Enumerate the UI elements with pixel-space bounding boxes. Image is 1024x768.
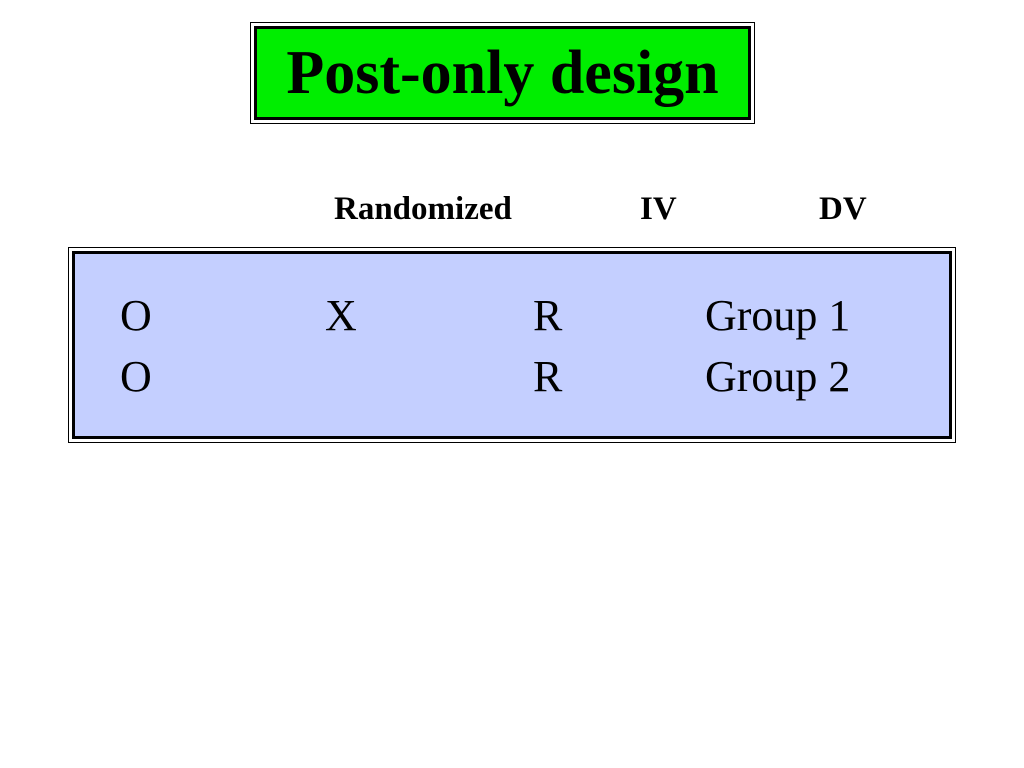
row-2-col-3: R: [533, 352, 563, 401]
row-1-col-2: X: [325, 291, 357, 340]
header-randomized: Randomized: [334, 191, 512, 227]
row-1-col-3: R: [533, 291, 563, 340]
header-dv: DV: [819, 191, 867, 227]
header-iv: IV: [640, 191, 677, 227]
row-2-col-1: O: [120, 352, 152, 401]
title-box: Post-only design: [250, 22, 755, 124]
row-2-col-4: Group 2: [705, 352, 851, 401]
row-1-col-4: Group 1: [705, 291, 851, 340]
slide-title: Post-only design: [286, 39, 719, 107]
design-inner-frame: O X R Group 1 O R Group 2: [72, 251, 952, 439]
row-1-col-1: O: [120, 291, 152, 340]
design-box: O X R Group 1 O R Group 2: [68, 247, 956, 443]
title-inner-frame: Post-only design: [254, 26, 751, 120]
